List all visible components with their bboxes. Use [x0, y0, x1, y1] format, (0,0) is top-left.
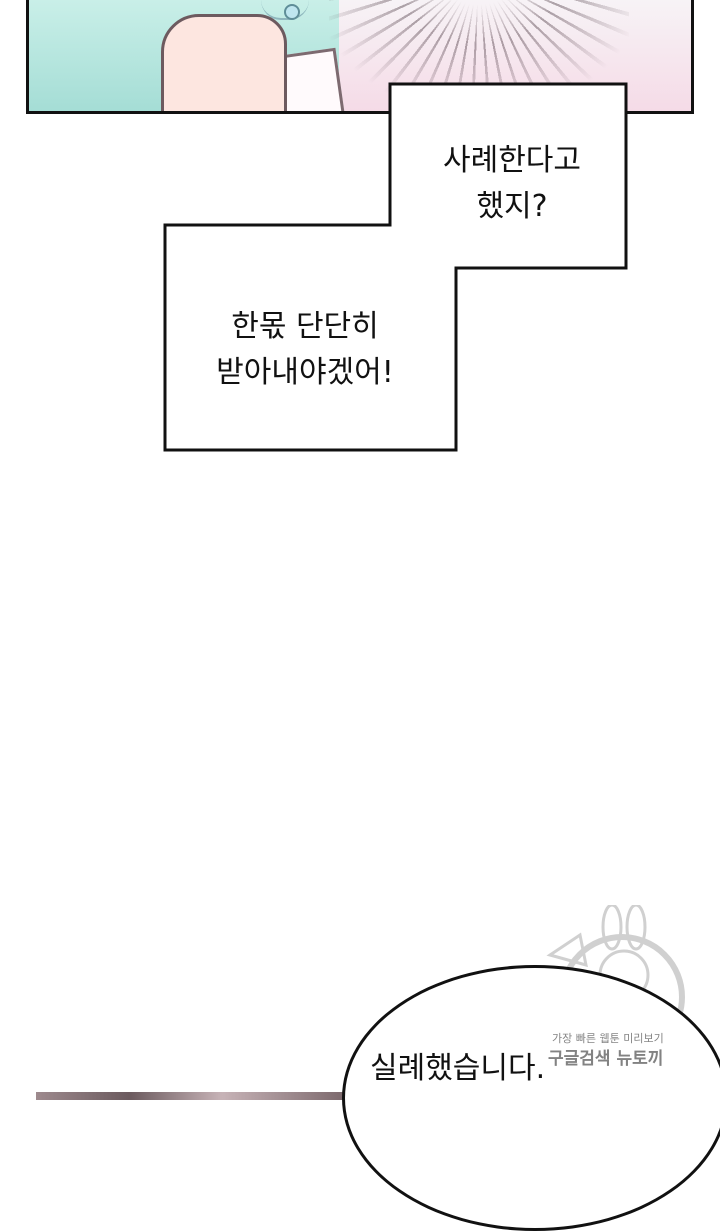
narration-box: [163, 82, 628, 452]
narration-upper-line2: 했지?: [476, 189, 548, 224]
speech-text: 실례했습니다.: [370, 1051, 546, 1086]
narration-upper-line1: 사례한다고: [443, 143, 581, 178]
speech-bubble: [342, 965, 720, 1231]
necklace-gem: [284, 4, 300, 20]
narration-lower-line2: 받아내야겠어!: [216, 355, 394, 390]
next-panel-edge: [36, 1092, 346, 1100]
clenched-fist: [161, 14, 287, 111]
narration-lower: 한몫 단단히 받아내야겠어!: [180, 304, 430, 396]
watermark-brand: 구글검색 뉴토끼: [548, 1049, 664, 1069]
necklace-chain: [261, 0, 309, 20]
watermark-tagline: 가장 빠른 웹툰 미리보기: [552, 1032, 664, 1045]
narration-lower-line1: 한몫 단단히: [231, 309, 379, 344]
top-comic-panel: [26, 0, 694, 114]
narration-upper: 사례한다고 했지?: [412, 138, 612, 230]
